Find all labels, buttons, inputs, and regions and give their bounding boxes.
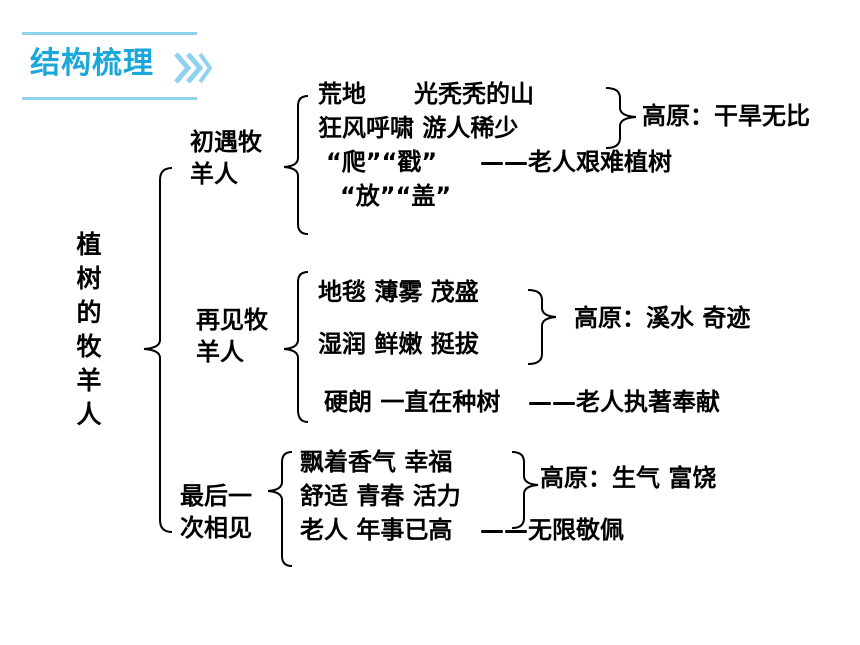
section3-label-line2: 次相见	[180, 514, 252, 542]
title-rule-bottom	[22, 97, 197, 100]
section3-conclusion: ——无限敬佩	[480, 516, 624, 544]
section2-conclusion: ——老人执著奉献	[528, 388, 720, 416]
title-rule-top	[22, 32, 197, 35]
section2-brace	[283, 271, 309, 423]
section1-line1: 荒地 光秃秃的山	[318, 80, 534, 108]
section2-right-brace	[527, 289, 557, 365]
double-chevron-icon	[172, 50, 213, 90]
section1-label-line1: 初遇牧	[190, 128, 262, 156]
section1-conclusion: ——老人艰难植树	[480, 148, 672, 176]
section3-line3: 老人 年事已高	[300, 516, 453, 544]
section-title: 结构梳理	[30, 46, 154, 81]
section1-summary: 高原：干旱无比	[642, 102, 810, 130]
section2-label-line2: 羊人	[196, 338, 244, 366]
section1-line3: “爬”“戳”	[326, 148, 438, 176]
section3-label-line1: 最后一	[180, 482, 252, 510]
section3-right-brace	[511, 451, 539, 529]
root-label: 植树的牧羊人	[76, 230, 102, 429]
section2-line2: 湿润 鲜嫩 挺拔	[318, 330, 479, 358]
section3-line2: 舒适 青春 活力	[300, 482, 461, 510]
section1-label-line2: 羊人	[190, 160, 238, 188]
section1-line2: 狂风呼啸 游人稀少	[318, 114, 519, 142]
section1-line4: “放”“盖”	[340, 182, 452, 210]
main-brace	[143, 167, 173, 533]
section2-label-line1: 再见牧	[196, 306, 268, 334]
section3-brace	[267, 451, 293, 567]
section1-right-brace	[605, 87, 637, 149]
section3-line1: 飘着香气 幸福	[300, 448, 453, 476]
section2-line3: 硬朗 一直在种树	[324, 388, 501, 416]
section1-brace	[283, 95, 309, 235]
section2-summary: 高原：溪水 奇迹	[574, 304, 751, 332]
section2-line1: 地毯 薄雾 茂盛	[318, 278, 479, 306]
section3-summary: 高原：生气 富饶	[540, 464, 717, 492]
